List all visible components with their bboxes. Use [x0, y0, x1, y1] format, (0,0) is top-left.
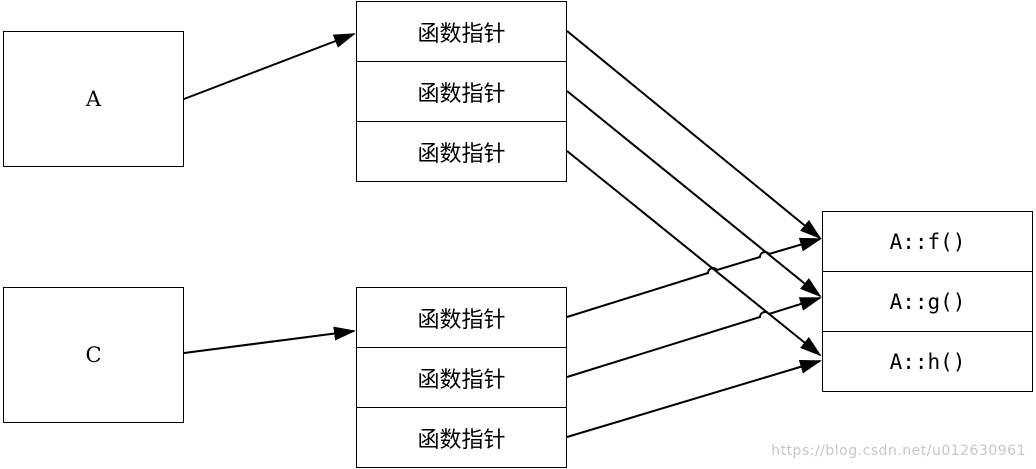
- vtable-a: 函数指针 函数指针 函数指针: [356, 1, 567, 182]
- vtable-a-entry-1: 函数指针: [357, 2, 566, 62]
- object-c-label: C: [85, 343, 102, 367]
- vtable-c: 函数指针 函数指针 函数指针: [356, 287, 567, 468]
- function-g: A::g(): [823, 272, 1032, 332]
- vtable-c-entry-1: 函数指针: [357, 288, 566, 348]
- function-f: A::f(): [823, 212, 1032, 272]
- arrow-a-to-vtable: [183, 33, 356, 100]
- object-a-box: A: [3, 31, 184, 167]
- watermark: https://blog.csdn.net/u012630961: [771, 443, 1026, 459]
- function-table: A::f() A::g() A::h(): [822, 211, 1033, 392]
- arrow-vtable-c-2-to-g: [566, 297, 822, 378]
- arrow-vtable-a-3-to-h: [566, 150, 822, 357]
- vtable-a-entry-3: 函数指针: [417, 142, 506, 167]
- object-a-label: A: [85, 87, 102, 111]
- vtable-a-entry-2: 函数指针: [357, 62, 566, 122]
- vtable-c-entry-2: 函数指针: [357, 348, 566, 408]
- arrow-c-to-vtable: [183, 326, 356, 354]
- arrow-vtable-c-3-to-h: [566, 360, 822, 438]
- arrow-vtable-a-2-to-g: [566, 90, 822, 298]
- object-c-box: C: [3, 287, 184, 423]
- arrow-vtable-a-1-to-f: [566, 30, 822, 240]
- function-h: A::h(): [889, 350, 966, 374]
- vtable-c-entry-3: 函数指针: [417, 428, 506, 453]
- arrow-vtable-c-1-to-f: [566, 237, 822, 318]
